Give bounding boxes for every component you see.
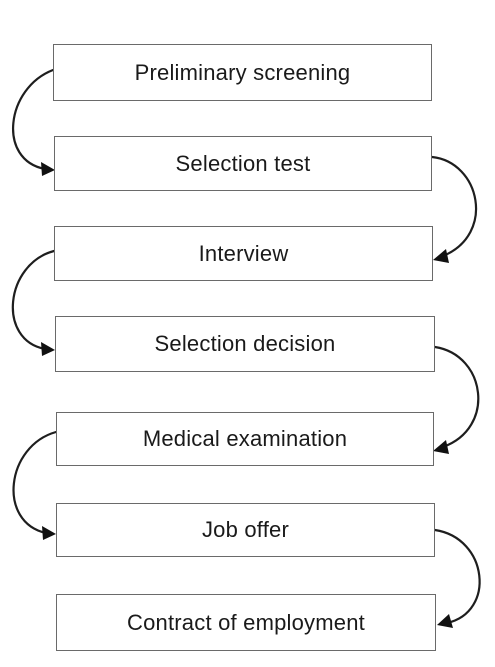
arrowhead-1 [41, 162, 55, 176]
step-contract-of-employment: Contract of employment [56, 594, 436, 651]
flow-arrow-2 [430, 155, 478, 258]
step-label: Contract of employment [127, 609, 365, 635]
step-label: Interview [198, 240, 289, 266]
arrowhead-6 [437, 614, 453, 628]
arrowhead-4 [433, 440, 449, 454]
step-preliminary-screening: Preliminary screening [53, 44, 432, 101]
arrowhead-3 [41, 342, 55, 356]
step-selection-decision: Selection decision [55, 316, 435, 372]
flow-arrow-1 [12, 68, 55, 171]
step-interview: Interview [54, 226, 433, 281]
arrowhead-5 [42, 526, 56, 540]
flow-arrow-3 [11, 249, 56, 351]
step-label: Selection decision [154, 331, 336, 356]
flow-arrow-5 [12, 430, 58, 535]
flow-arrow-4 [433, 345, 480, 449]
step-label: Medical examination [142, 426, 348, 451]
step-label: Job offer [201, 517, 289, 542]
step-label: Preliminary screening [134, 59, 351, 85]
step-selection-test: Selection test [54, 136, 432, 191]
step-job-offer: Job offer [56, 503, 435, 557]
step-medical-examination: Medical examination [56, 412, 434, 466]
flow-arrow-6 [433, 528, 481, 625]
arrowhead-2 [433, 249, 449, 263]
step-label: Selection test [175, 150, 311, 176]
